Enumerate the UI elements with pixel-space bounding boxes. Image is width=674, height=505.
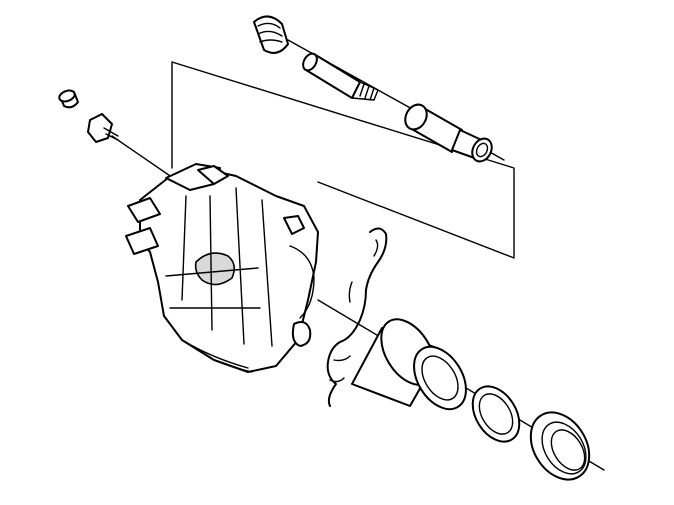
bleeder-cap [58,89,79,109]
piston-seal [471,385,521,443]
guide-pin [302,52,379,101]
anti-rattle-spring [326,227,388,407]
piston [351,318,467,411]
dust-boot [529,411,591,481]
guide-pin-boot [253,15,289,54]
assembly-bracket-line [171,61,515,259]
guide-pin-bushing [404,103,493,163]
caliper-housing [125,163,319,373]
bleeder-screw [87,113,177,181]
